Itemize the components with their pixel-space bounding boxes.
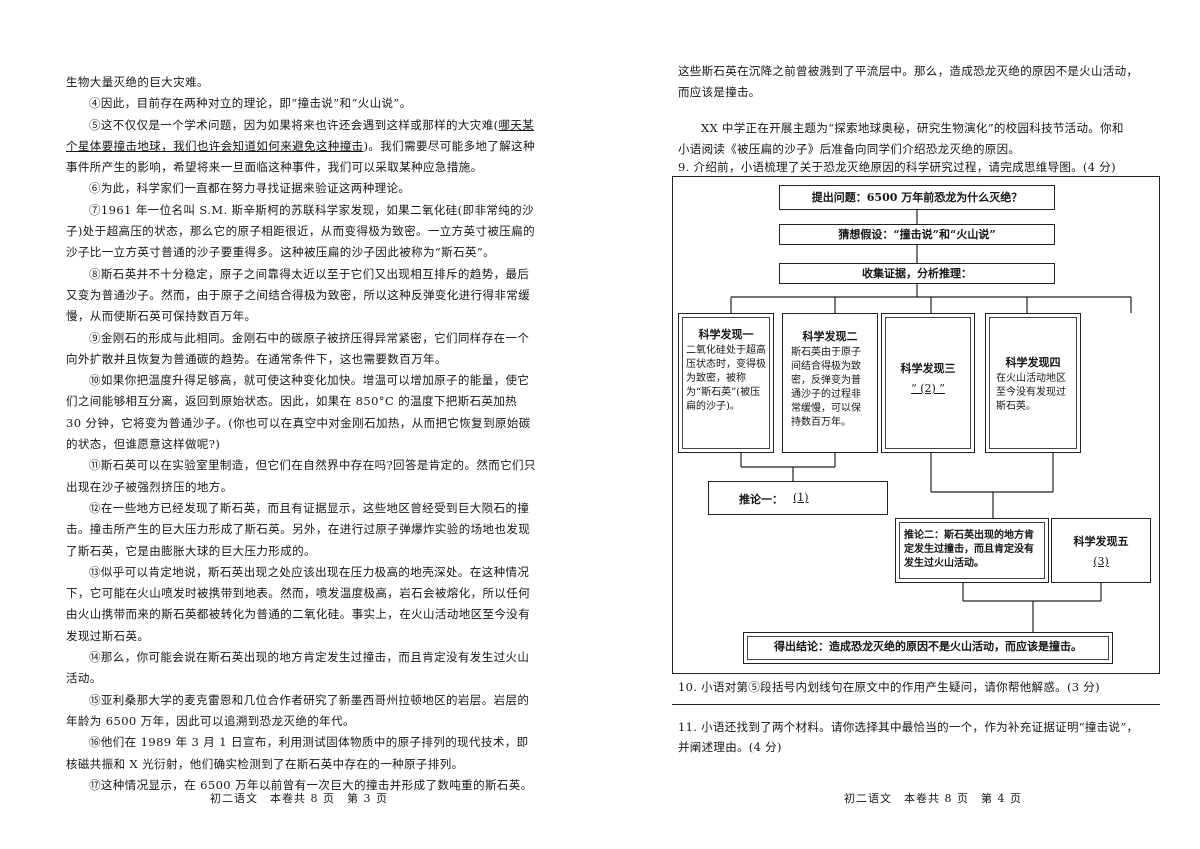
paragraph-7: ⑦1961 年一位名叫 S.M. 斯辛斯柯的苏联科学家发现，如果二氧化硅(即非常…	[66, 202, 535, 260]
page-footer-left: 初二语文 本卷共 8 页 第 3 页	[210, 792, 388, 805]
passage-text: 生物大量灭绝的巨大灾难。 ④因此，目前存在两种对立的理论，即“撞击说”和“火山说…	[66, 72, 536, 796]
paragraph-12: ⑫在一些地方已经发现了斯石英，而且有证据显示，这些地区曾经受到巨大陨石的撞击。撞…	[66, 500, 531, 558]
paragraph-8: ⑧斯石英并不十分稳定，原子之间靠得太近以至于它们又出现相互排斥的趋势，最后又变为…	[66, 266, 531, 324]
paragraph-17: ⑰这种情况显示，在 6500 万年以前曾有一次巨大的撞击并形成了数吨重的斯石英。	[89, 777, 533, 792]
page-footer-right: 初二语文 本卷共 8 页 第 4 页	[844, 792, 1022, 805]
blank-2: “ (2) ”	[911, 382, 945, 395]
question-10: 10. 小语对第⑤段括号内划线句在原文中的作用产生疑问，请你帮他解惑。(3 分)	[678, 680, 1100, 694]
inference-1-box: 推论一： (1)	[708, 481, 888, 515]
discovery-2-box: 科学发现二 斯石英由于原子间结合得极为致密，反弹变为普通沙子的过程非常缓慢，可以…	[782, 313, 878, 453]
divider	[672, 704, 1160, 705]
underlined-sentence: 哪天某个星体要撞击地球，我们也许会知道如何来避免这种撞击	[66, 117, 535, 153]
paragraph-9: ⑨金刚石的形成与此相同。金刚石中的碳原子被挤压得异常紧密，它们同样存在一个向外扩…	[66, 330, 530, 366]
collect-evidence-box: 收集证据，分析推理：	[779, 263, 1055, 284]
conclusion-box: 得出结论：造成恐龙灭绝的原因不是火山活动，而应该是撞击。	[743, 632, 1113, 664]
inference-2-box: 推论二：斯石英出现的地方肯定发生过撞击，而且肯定没有发生过火山活动。	[895, 518, 1049, 583]
question-9: 9. 介绍前，小语梳理了关于恐龙灭绝原因的科学研究过程，请完成思维导图。(4 分…	[678, 160, 1116, 174]
paragraph-6: ⑥为此，科学家们一直都在努力寻找证据来验证这两种理论。	[89, 181, 411, 196]
discovery-5-box: 科学发现五 (3)	[1051, 518, 1151, 583]
blank-3: (3)	[1093, 555, 1109, 568]
question-box: 提出问题：6500 万年前恐龙为什么灭绝？	[779, 185, 1055, 210]
paragraph-10: ⑩如果你把温度升得足够高，就可使这种变化加快。增温可以增加原子的能量，使它们之间…	[66, 373, 531, 452]
blank-1: (1)	[793, 491, 809, 504]
paragraph-3-end: 生物大量灭绝的巨大灾难。	[66, 75, 209, 89]
question-11-line-1: 11. 小语还找到了两个材料。请你选择其中最恰当的一个，作为补充证据证明“撞击说…	[678, 720, 1139, 734]
paragraph-15: ⑮亚利桑那大学的麦克雷恩和几位合作者研究了新墨西哥州拉顿地区的岩层。岩层的年龄为…	[66, 692, 530, 728]
right-page: 这些斯石英在沉降之前曾被溅到了平流层中。那么，造成恐龙灭绝的原因不是火山活动， …	[600, 0, 1200, 849]
paragraph-16: ⑯他们在 1989 年 3 月 1 日宣布，利用测试固体物质中的原子排列的现代技…	[66, 735, 529, 771]
activity-intro: XX 中学正在开展主题为“探索地球奥秘，研究生物演化”的校园科技节活动。你和 小…	[678, 121, 1124, 156]
mind-map: 提出问题：6500 万年前恐龙为什么灭绝？ 猜想假设：“撞击说”和“火山说” 收…	[672, 176, 1160, 674]
discovery-3-box: 科学发现三 “ (2) ”	[881, 313, 975, 453]
connector-lines	[730, 210, 1132, 632]
hypothesis-box: 猜想假设：“撞击说”和“火山说”	[779, 224, 1055, 245]
paragraph-14: ⑭那么，你可能会说在斯石英出现的地方肯定发生过撞击，而且肯定没有发生过火山活动。	[66, 650, 530, 686]
paragraph-5: ⑤这不仅仅是一个学术问题，因为如果将来也许还会遇到这样或那样的大灾难(哪天某个星…	[66, 117, 535, 175]
left-page: 生物大量灭绝的巨大灾难。 ④因此，目前存在两种对立的理论，即“撞击说”和“火山说…	[66, 72, 536, 805]
paragraph-13: ⑬似乎可以肯定地说，斯石英出现之处应该出现在压力极高的地壳深处。在这种情况下，它…	[66, 564, 531, 643]
discovery-4-box: 科学发现四 在火山活动地区至今没有发现过斯石英。	[985, 313, 1081, 453]
passage-continuation: 这些斯石英在沉降之前曾被溅到了平流层中。那么，造成恐龙灭绝的原因不是火山活动， …	[678, 64, 1139, 99]
question-11-line-2: 并阐述理由。(4 分)	[678, 740, 782, 754]
discovery-1-box: 科学发现一 二氧化硅处于超高压状态时，变得极为致密，被称为“斯石英”(被压扁的沙…	[678, 313, 774, 453]
paragraph-11: ⑪斯石英可以在实验室里制造，但它们在自然界中存在吗?回答是肯定的。然而它们只出现…	[66, 458, 536, 494]
paragraph-4: ④因此，目前存在两种对立的理论，即“撞击说”和“火山说”。	[89, 96, 412, 111]
